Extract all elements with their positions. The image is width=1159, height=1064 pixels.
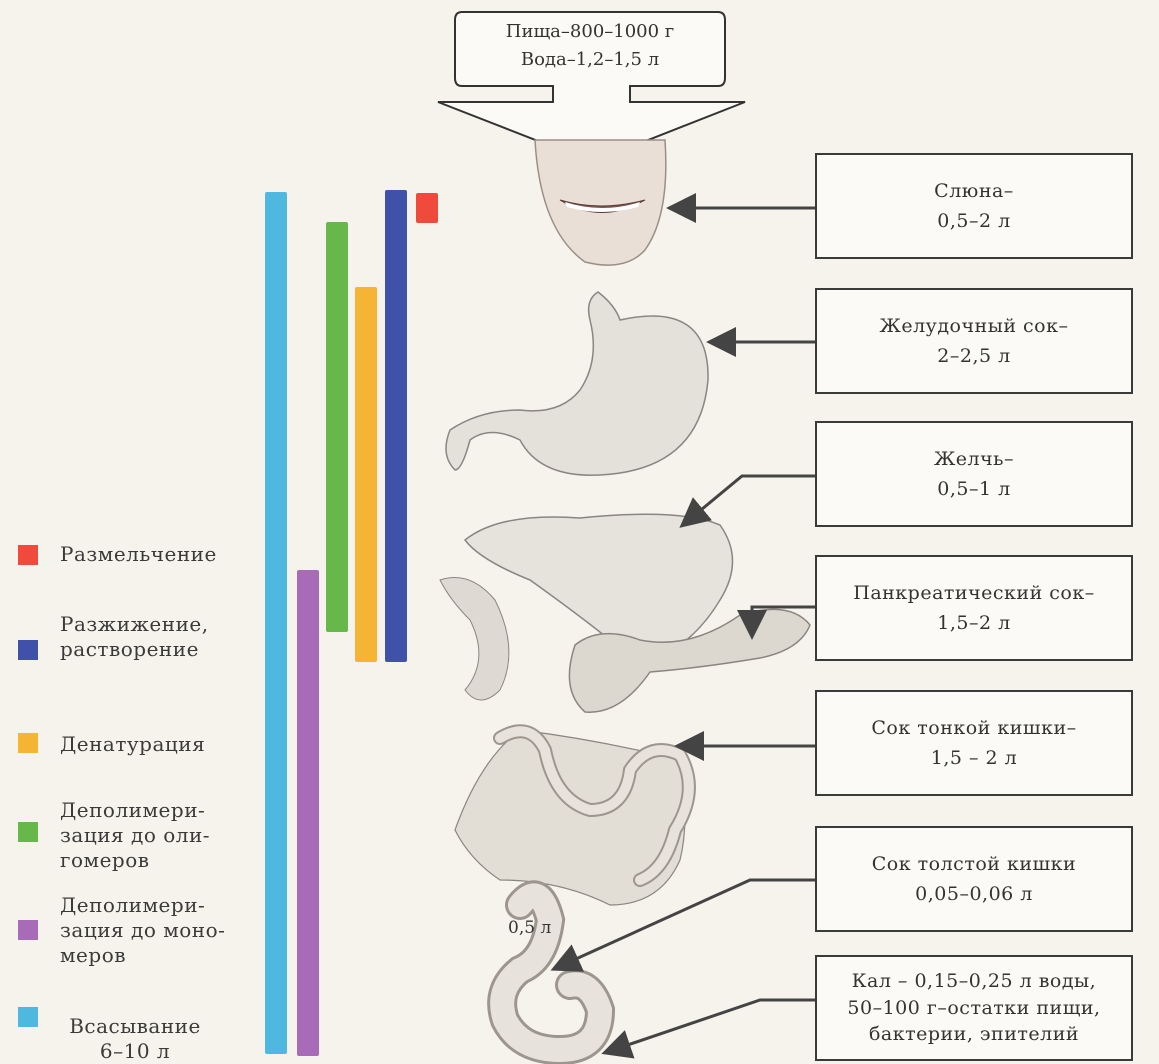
large-intestine-juice-label: Сок толстой кишки: [872, 849, 1076, 879]
bar-denaturation: [355, 287, 377, 662]
feces-line1: Кал – 0,15–0,25 л воды,: [852, 968, 1096, 995]
bar-absorption: [265, 192, 287, 1054]
gastric-juice-label: Желудочный сок–: [880, 311, 1069, 341]
small-intestine-juice-label: Сок тонкой кишки–: [871, 713, 1076, 743]
saliva-box: Слюна– 0,5–2 л: [815, 153, 1133, 259]
feces-box: Кал – 0,15–0,25 л воды, 50–100 г–остатки…: [815, 955, 1133, 1061]
gastric-juice-box: Желудочный сок– 2–2,5 л: [815, 288, 1133, 394]
intake-label: Пища–800–1000 г Вода–1,2–1,5 л: [462, 18, 718, 74]
small-intestine-juice-volume: 1,5 – 2 л: [931, 743, 1018, 773]
saliva-label: Слюна–: [934, 176, 1014, 206]
pancreatic-juice-volume: 1,5–2 л: [937, 608, 1010, 638]
legend-swatch-denaturation: [18, 733, 38, 753]
bar-depolymerization-oligomers: [326, 222, 348, 632]
legend-grinding: Размельчение: [60, 542, 217, 567]
legend-swatch-absorption: [18, 1007, 38, 1027]
bar-grinding: [416, 193, 438, 223]
bar-liquefaction: [385, 190, 407, 662]
legend-swatch-liquefaction: [18, 640, 38, 660]
feces-line2: 50–100 г–остатки пищи,: [847, 995, 1100, 1022]
legend-denaturation: Денатурация: [60, 732, 205, 757]
stomach-icon: [446, 292, 708, 475]
large-intestine-juice-volume: 0,05–0,06 л: [915, 879, 1033, 909]
intake-line1: Пища–800–1000 г: [462, 18, 718, 46]
bar-depolymerization-monomers: [297, 570, 319, 1056]
small-intestine-icon: [455, 730, 689, 905]
large-intestine-juice-box: Сок толстой кишки 0,05–0,06 л: [815, 826, 1133, 932]
bile-box: Желчь– 0,5–1 л: [815, 421, 1133, 527]
gastric-juice-volume: 2–2,5 л: [937, 341, 1010, 371]
legend-swatch-grinding: [18, 545, 38, 565]
small-intestine-juice-box: Сок тонкой кишки– 1,5 – 2 л: [815, 690, 1133, 796]
legend-liquefaction: Разжижение,растворение: [60, 612, 230, 662]
legend-swatch-oligomers: [18, 822, 38, 842]
feces-line3: бактерии, эпителий: [869, 1021, 1079, 1048]
saliva-volume: 0,5–2 л: [937, 206, 1010, 236]
legend-oligomers: Деполимери-зация до оли-гомеров: [60, 798, 230, 873]
legend-monomers: Деполимери-зация до моно-меров: [60, 893, 250, 968]
mouth-icon: [535, 140, 666, 265]
pancreatic-juice-box: Панкреатический сок– 1,5–2 л: [815, 555, 1133, 661]
bile-volume: 0,5–1 л: [937, 474, 1010, 504]
intake-line2: Вода–1,2–1,5 л: [462, 46, 718, 74]
pancreatic-juice-label: Панкреатический сок–: [853, 578, 1095, 608]
legend-swatch-monomers: [18, 920, 38, 940]
colon-volume-label: 0,5 л: [508, 918, 551, 938]
bile-label: Желчь–: [934, 444, 1014, 474]
